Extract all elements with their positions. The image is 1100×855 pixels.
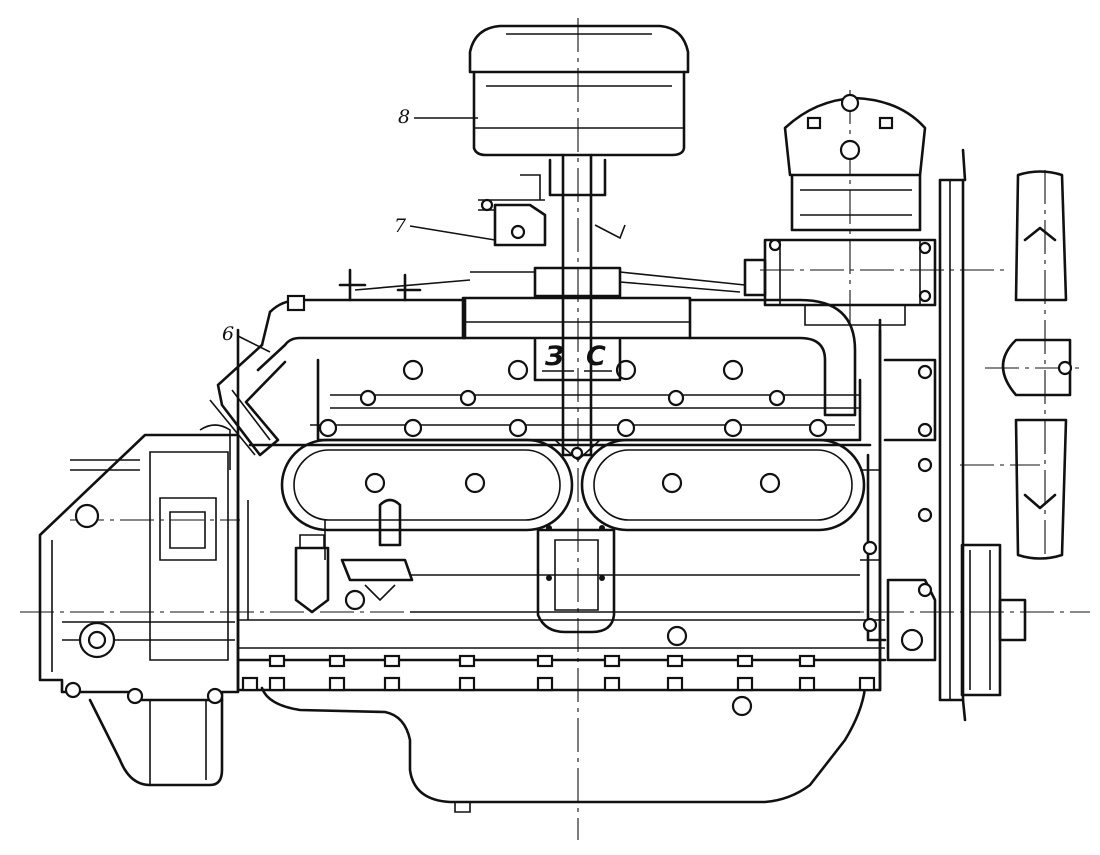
side-covers	[280, 438, 866, 532]
oil-pan	[260, 686, 867, 813]
fuel-pump-assembly	[294, 498, 414, 614]
manifold-letter-left: З	[544, 341, 564, 372]
head-bolts	[318, 359, 828, 438]
pulleys	[938, 148, 1027, 722]
manifold	[256, 296, 857, 417]
callout-7: 7	[394, 215, 496, 241]
fan	[1001, 170, 1073, 560]
callout-label-6: 6	[222, 323, 234, 345]
bell-housing	[38, 424, 240, 787]
callout-label-7: 7	[394, 215, 407, 237]
compressor	[743, 93, 937, 326]
pan-flange-bolts	[241, 625, 876, 717]
manifold-letter-right: С	[586, 341, 606, 372]
air-cleaner	[468, 24, 690, 460]
engine-block	[236, 328, 887, 692]
bell-housing-bolts	[64, 503, 224, 705]
callout-8: 8	[398, 106, 478, 128]
manifold-marking: З С	[542, 341, 612, 372]
distributor-cover	[536, 525, 616, 634]
callout-label-8: 8	[398, 106, 410, 128]
timing-cover	[860, 318, 937, 692]
callout-6: 6	[222, 323, 271, 353]
carburetor	[338, 174, 746, 302]
intake-pipe	[209, 294, 306, 457]
